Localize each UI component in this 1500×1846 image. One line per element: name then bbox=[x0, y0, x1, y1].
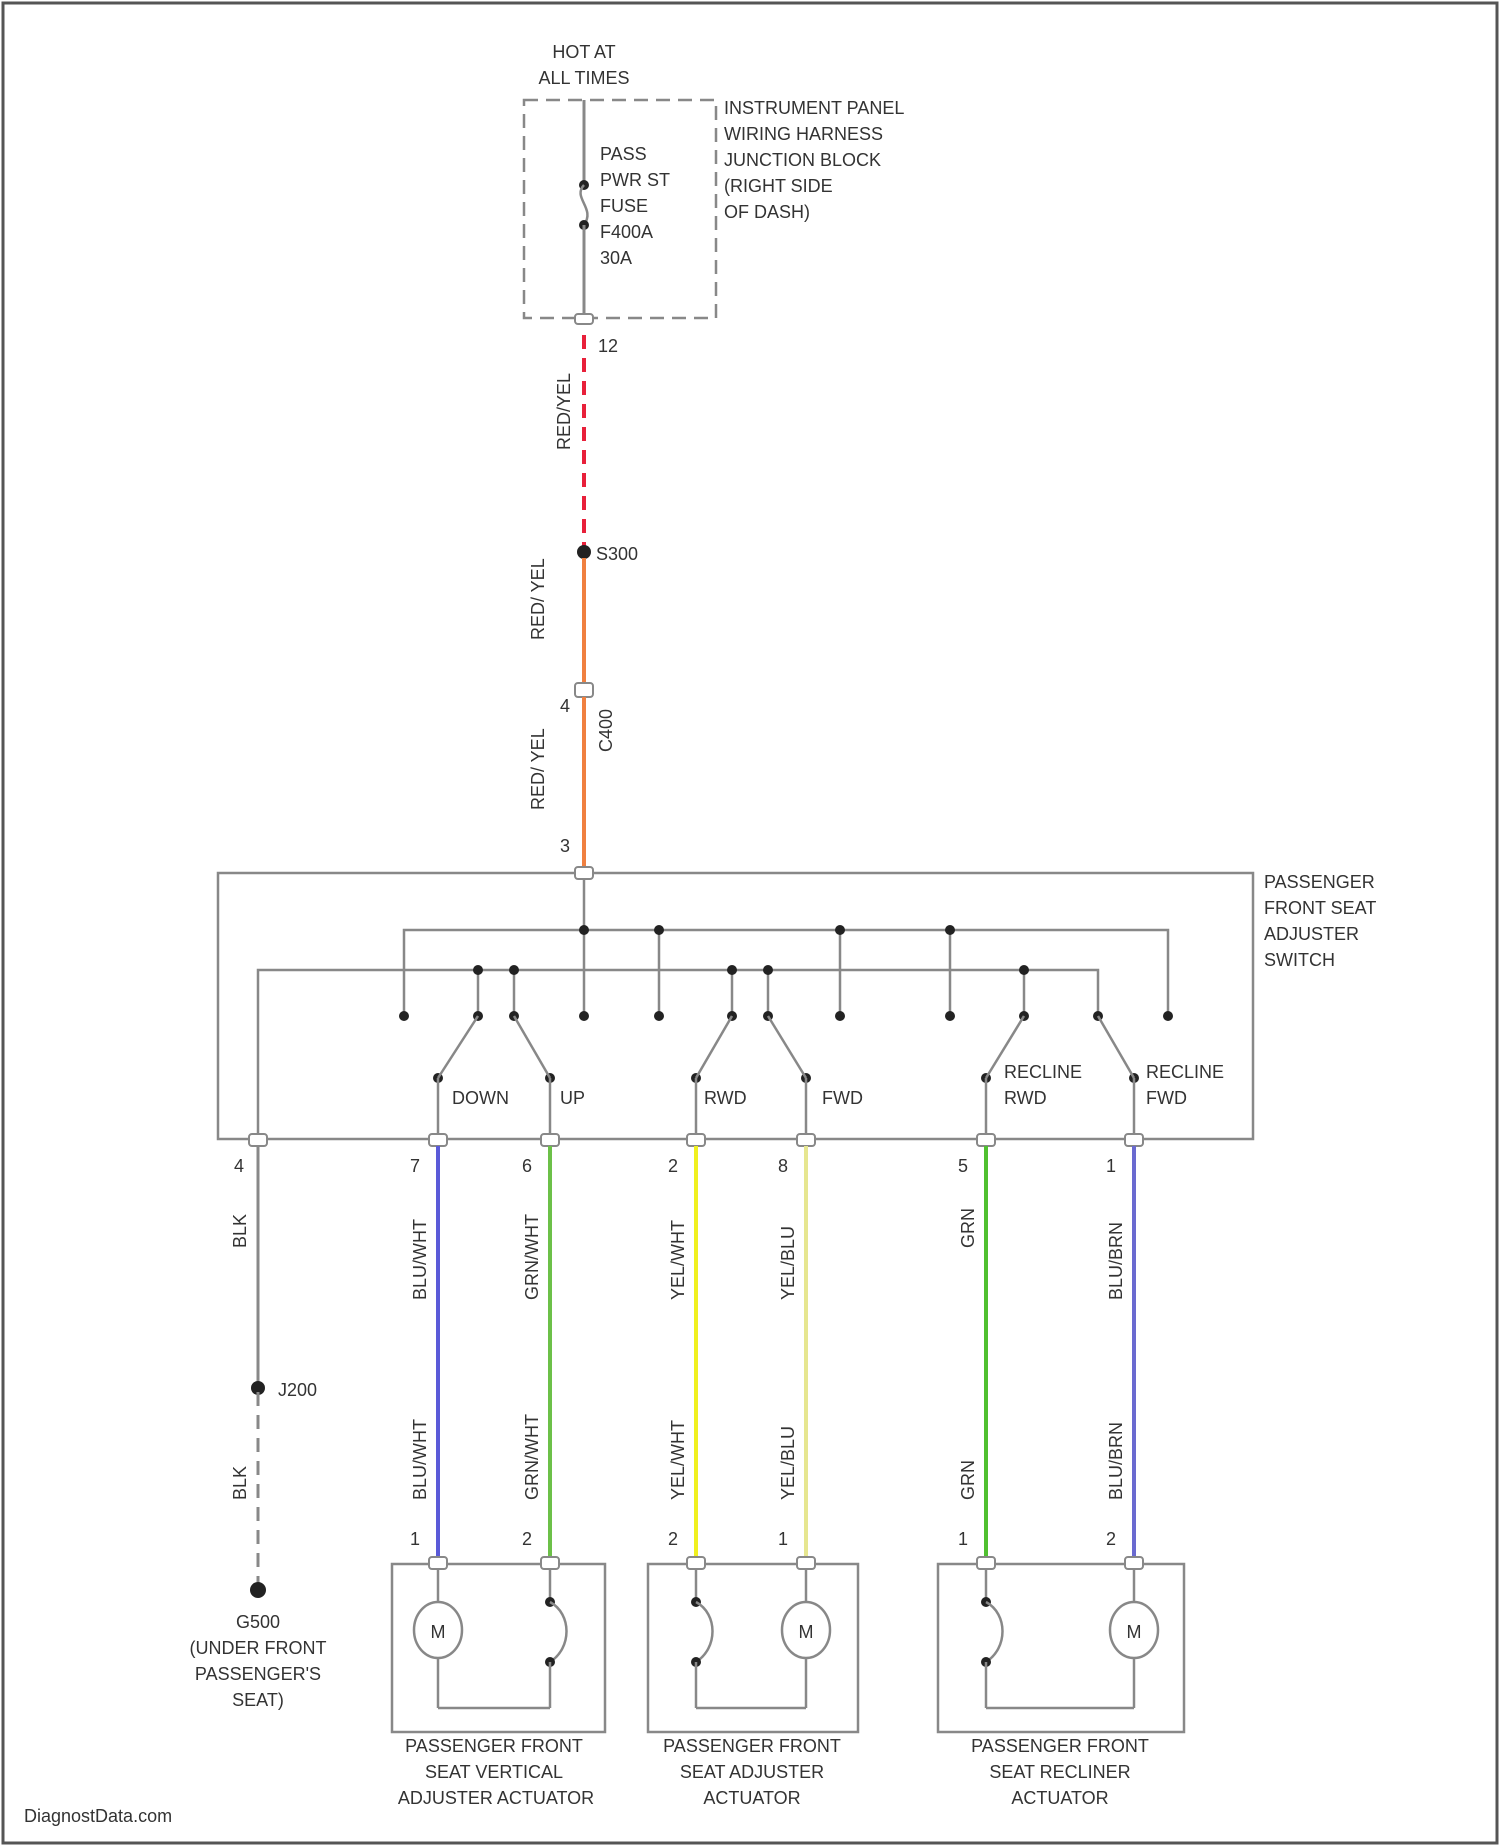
switch-rwd-label: RWD bbox=[704, 1088, 747, 1108]
fuse-label-line3: FUSE bbox=[600, 196, 648, 216]
supply-label-line1: HOT AT bbox=[552, 42, 615, 62]
switch-down-label: DOWN bbox=[452, 1088, 509, 1108]
w2-top-label: GRN/WHT bbox=[522, 1214, 542, 1300]
splice-s300 bbox=[577, 545, 591, 559]
w2-bottom-label: GRN/WHT bbox=[522, 1414, 542, 1500]
junction-label-line5: OF DASH) bbox=[724, 202, 810, 222]
ground-splice-label: J200 bbox=[278, 1380, 317, 1400]
vertical-actuator-label-2: SEAT VERTICAL bbox=[425, 1762, 563, 1782]
fuse-label-line1: PASS bbox=[600, 144, 647, 164]
motor-symbol-3: M bbox=[1127, 1622, 1142, 1642]
fuse-label-line5: 30A bbox=[600, 248, 632, 268]
w6-top-label: BLU/BRN bbox=[1106, 1222, 1126, 1300]
adjuster-actuator-label-2: SEAT ADJUSTER bbox=[680, 1762, 824, 1782]
motor-symbol-1: M bbox=[431, 1622, 446, 1642]
w5-top-pin: 5 bbox=[958, 1156, 968, 1176]
recliner-actuator bbox=[938, 1557, 1184, 1732]
w5-bottom-label: GRN bbox=[958, 1460, 978, 1500]
adjuster-actuator bbox=[648, 1557, 858, 1732]
fuse-label-line4: F400A bbox=[600, 222, 653, 242]
switch-fwd-label: FWD bbox=[822, 1088, 863, 1108]
ground-name-label: G500 bbox=[236, 1612, 280, 1632]
w3-top-label: YEL/WHT bbox=[668, 1220, 688, 1300]
ground-point bbox=[250, 1582, 266, 1598]
feed-mid-color-label: RED/ YEL bbox=[528, 558, 548, 640]
switch-label-line2: FRONT SEAT bbox=[1264, 898, 1376, 918]
junction-label-line3: JUNCTION BLOCK bbox=[724, 150, 881, 170]
w6-bottom-label: BLU/BRN bbox=[1106, 1422, 1126, 1500]
switch-label-line4: SWITCH bbox=[1264, 950, 1335, 970]
w2-bottom-pin: 2 bbox=[522, 1529, 532, 1549]
supply-label-line2: ALL TIMES bbox=[538, 68, 629, 88]
vertical-actuator bbox=[392, 1557, 605, 1732]
ground-top-pin-label: 4 bbox=[234, 1156, 244, 1176]
recliner-actuator-label-3: ACTUATOR bbox=[1011, 1788, 1108, 1808]
w2-top-pin: 6 bbox=[522, 1156, 532, 1176]
adjuster-actuator-label-3: ACTUATOR bbox=[703, 1788, 800, 1808]
w1-bottom-pin: 1 bbox=[410, 1529, 420, 1549]
w3-bottom-label: YEL/WHT bbox=[668, 1420, 688, 1500]
w4-top-label: YEL/BLU bbox=[778, 1226, 798, 1300]
feed-low-color-label: RED/ YEL bbox=[528, 728, 548, 810]
switch-in-pin-label: 3 bbox=[560, 836, 570, 856]
junction-label-line1: INSTRUMENT PANEL bbox=[724, 98, 904, 118]
recliner-actuator-label-1: PASSENGER FRONT bbox=[971, 1736, 1149, 1756]
connector-pin-label: 4 bbox=[560, 696, 570, 716]
switch-up-label: UP bbox=[560, 1088, 585, 1108]
w4-bottom-pin: 1 bbox=[778, 1529, 788, 1549]
vertical-actuator-label-3: ADJUSTER ACTUATOR bbox=[398, 1788, 594, 1808]
switch-recline-rwd-label2: RWD bbox=[1004, 1088, 1047, 1108]
w5-bottom-pin: 1 bbox=[958, 1529, 968, 1549]
switch-in-pin bbox=[575, 867, 593, 879]
w3-top-pin: 2 bbox=[668, 1156, 678, 1176]
switch-recline-fwd-label1: RECLINE bbox=[1146, 1062, 1224, 1082]
fuse-label-line2: PWR ST bbox=[600, 170, 670, 190]
feed-top-pin-label: 12 bbox=[598, 336, 618, 356]
w4-top-pin: 8 bbox=[778, 1156, 788, 1176]
w3-bottom-pin: 2 bbox=[668, 1529, 678, 1549]
motor-symbol-2: M bbox=[799, 1622, 814, 1642]
w1-bottom-label: BLU/WHT bbox=[410, 1419, 430, 1500]
splice-s300-label: S300 bbox=[596, 544, 638, 564]
switch-recline-rwd-label1: RECLINE bbox=[1004, 1062, 1082, 1082]
feed-top-color-label: RED/YEL bbox=[554, 373, 574, 450]
junction-label-line4: (RIGHT SIDE bbox=[724, 176, 833, 196]
junction-label-line2: WIRING HARNESS bbox=[724, 124, 883, 144]
ground-label-line4: SEAT) bbox=[232, 1690, 284, 1710]
junction-pin bbox=[575, 314, 593, 324]
vertical-actuator-label-1: PASSENGER FRONT bbox=[405, 1736, 583, 1756]
switch-recline-fwd-label2: FWD bbox=[1146, 1088, 1187, 1108]
ground-label-line2: (UNDER FRONT bbox=[190, 1638, 327, 1658]
connector-c400 bbox=[575, 683, 593, 697]
switch-label-line3: ADJUSTER bbox=[1264, 924, 1359, 944]
recliner-actuator-label-2: SEAT RECLINER bbox=[989, 1762, 1130, 1782]
connector-name-label: C400 bbox=[596, 709, 616, 752]
w1-top-pin: 7 bbox=[410, 1156, 420, 1176]
adjuster-actuator-label-1: PASSENGER FRONT bbox=[663, 1736, 841, 1756]
diagram-frame bbox=[3, 3, 1497, 1843]
switch-label-line1: PASSENGER bbox=[1264, 872, 1375, 892]
w4-bottom-label: YEL/BLU bbox=[778, 1426, 798, 1500]
ground-label-line3: PASSENGER'S bbox=[195, 1664, 321, 1684]
w5-top-label: GRN bbox=[958, 1208, 978, 1248]
w6-bottom-pin: 2 bbox=[1106, 1529, 1116, 1549]
watermark: DiagnostData.com bbox=[24, 1806, 172, 1826]
ground-bottom-color-label: BLK bbox=[230, 1466, 250, 1500]
fuse-symbol bbox=[581, 185, 588, 225]
w6-top-pin: 1 bbox=[1106, 1156, 1116, 1176]
ground-top-color-label: BLK bbox=[230, 1214, 250, 1248]
w1-top-label: BLU/WHT bbox=[410, 1219, 430, 1300]
